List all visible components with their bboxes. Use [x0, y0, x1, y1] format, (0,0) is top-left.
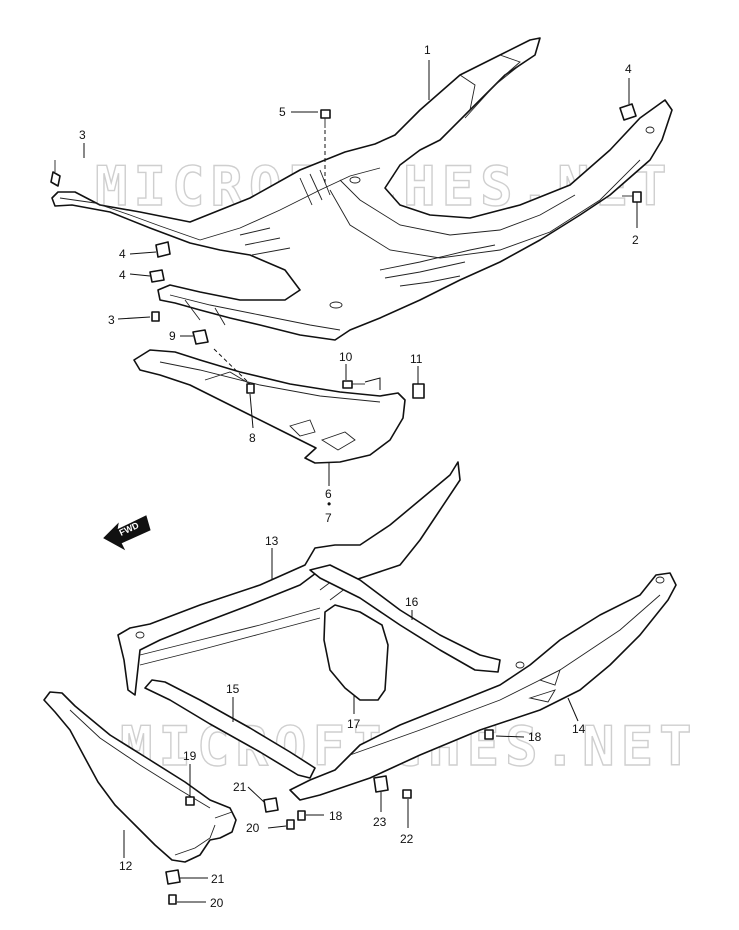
callout-1: 1	[424, 43, 431, 57]
callout-3-bottom: 3	[108, 313, 115, 327]
callout-5: 5	[279, 105, 286, 119]
screw-part-3-top	[50, 160, 61, 187]
screw-part-8	[213, 348, 255, 394]
callout-21-upper: 21	[233, 780, 247, 794]
callout-18-lower: 18	[329, 809, 343, 823]
callout-22: 22	[400, 832, 414, 846]
callout-17: 17	[347, 717, 361, 731]
callout-6: 6	[325, 487, 332, 501]
callout-11: 11	[410, 352, 423, 366]
brace-part-15	[144, 679, 316, 779]
screw-part-20-upper	[286, 819, 295, 830]
screw-part-19	[185, 796, 195, 806]
callout-9: 9	[169, 329, 176, 343]
screw-part-10	[342, 380, 365, 389]
callout-16: 16	[405, 595, 419, 609]
callout-20-upper: 20	[246, 821, 260, 835]
leader-part-10-11	[364, 377, 381, 390]
callout-labels: 1 2 3 3 4 4 4 5 6 • 7 8 9 10 11 12 13 14…	[79, 43, 639, 910]
callout-4-upper-left: 4	[119, 247, 126, 261]
clip-part-21-lower	[165, 869, 181, 885]
screw-part-5	[320, 109, 331, 185]
clip-part-4-lower-left	[149, 269, 165, 283]
callout-20-lower: 20	[210, 896, 224, 910]
brace-part-16	[309, 564, 501, 673]
callout-6-7-separator: •	[327, 497, 331, 511]
screw-part-18-right	[484, 729, 494, 740]
screw-part-3-bottom	[151, 311, 160, 322]
callout-18-right: 18	[528, 730, 542, 744]
callout-2: 2	[632, 233, 639, 247]
clip-part-23	[373, 775, 389, 793]
callout-13: 13	[265, 534, 279, 548]
under-cover-part-13-14	[117, 461, 677, 801]
screw-part-18-lower	[297, 810, 306, 821]
callout-12: 12	[119, 859, 133, 873]
clip-part-4-upper-left	[155, 241, 171, 258]
clip-part-9	[192, 329, 209, 345]
nut-part-11	[412, 383, 425, 399]
side-cover-part-6-7	[133, 349, 406, 464]
leader-lines	[83, 60, 638, 903]
floor-panel-part-1	[51, 37, 673, 341]
callout-21-lower: 21	[211, 872, 225, 886]
screw-part-20-lower	[168, 894, 177, 905]
callout-15: 15	[226, 682, 240, 696]
clip-part-4-right	[619, 103, 637, 121]
callout-14: 14	[572, 722, 586, 736]
callout-8: 8	[249, 431, 256, 445]
callout-4-lower-left: 4	[119, 268, 126, 282]
clip-part-21-upper	[263, 797, 279, 813]
callout-4-right: 4	[625, 62, 632, 76]
forward-arrow-icon: FWD	[103, 515, 151, 551]
screw-part-22	[402, 789, 412, 799]
callout-3-top: 3	[79, 128, 86, 142]
panel-part-17	[323, 604, 389, 701]
callout-23: 23	[373, 815, 387, 829]
callout-7: 7	[325, 511, 332, 525]
callout-10: 10	[339, 350, 353, 364]
callout-19: 19	[183, 749, 197, 763]
